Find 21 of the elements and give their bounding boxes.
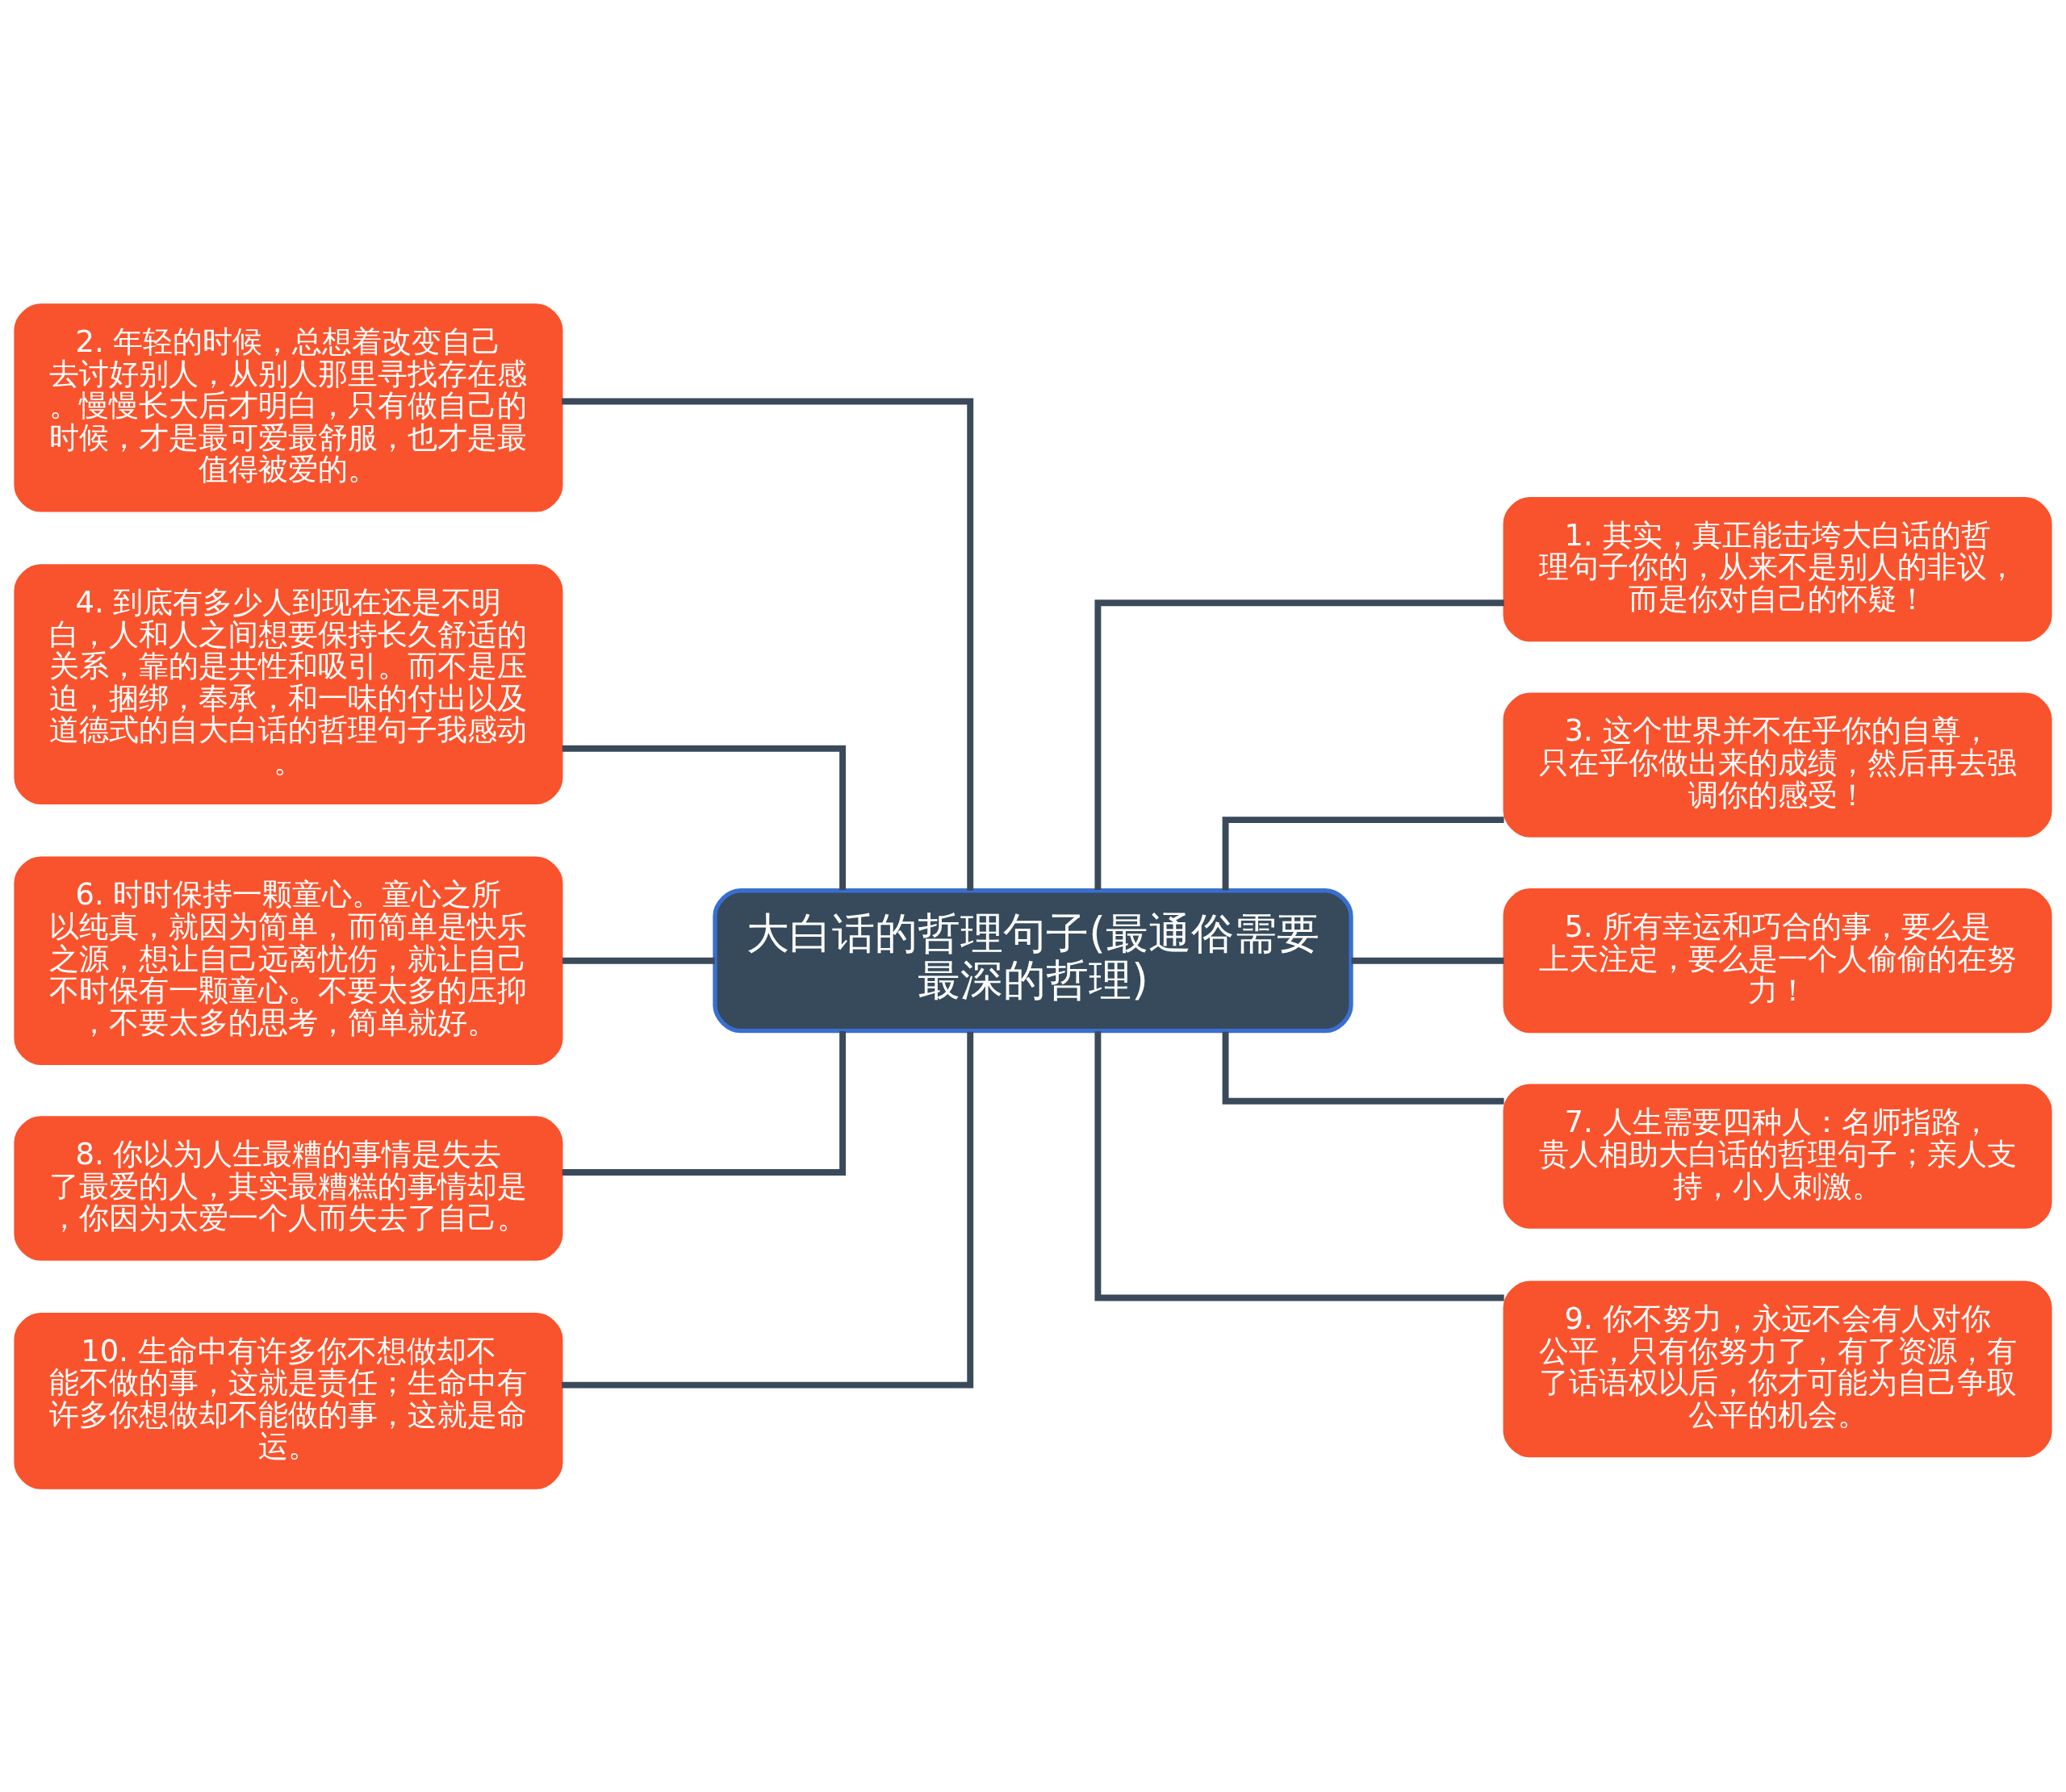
node-box: 8. 你以为人生最糟的事情是失去了最爱的人，其实最糟糕的事情却是，你因为太爱一个人而失去了自己。 bbox=[14, 1115, 563, 1260]
connector bbox=[1094, 1030, 1504, 1301]
connector bbox=[1094, 599, 1504, 890]
connector bbox=[1222, 1031, 1504, 1105]
node-box: 10. 生命中有许多你不想做却不能不做的事，这就是责任；生命中有许多你想做却不能做的事，这就是命运。 bbox=[14, 1312, 563, 1489]
node-box: 6. 时时保持一颗童心。童心之所以纯真，就因为简单，而简单是快乐之源，想让自己远离忧伤，就让自己不时保有一颗童心。不要太多的压抑，不要太多的思考，简单就好。 bbox=[14, 856, 563, 1065]
node-box: 9. 你不努力，永远不会有人对你公平，只有你努力了，有了资源，有了话语权以后，你才可能为自己争取公平的机会。 bbox=[1503, 1280, 2052, 1457]
node-box: 2. 年轻的时候，总想着改变自己去讨好别人，从别人那里寻找存在感。慢慢长大后才明白，只有做自己的时候，才是最可爱最舒服，也才是最值得被爱的。 bbox=[14, 303, 563, 512]
connector bbox=[1351, 957, 1504, 964]
connector bbox=[563, 957, 715, 964]
node-box: 5. 所有幸运和巧合的事，要么是上天注定，要么是一个人偷偷的在努力！ bbox=[1503, 888, 2052, 1033]
connector bbox=[1222, 816, 1504, 890]
connector bbox=[562, 745, 847, 890]
connector bbox=[562, 398, 974, 891]
connector bbox=[562, 1030, 847, 1176]
node-box: 3. 这个世界并不在乎你的自尊，只在乎你做出来的成绩，然后再去强调你的感受！ bbox=[1503, 692, 2052, 838]
node-box: 大白话的哲理句子(最通俗需要最深的哲理) bbox=[713, 888, 1353, 1033]
node-box: 1. 其实，真正能击垮大白话的哲理句子你的，从来不是别人的非议，而是你对自己的怀疑！ bbox=[1503, 496, 2052, 641]
node-box: 4. 到底有多少人到现在还是不明白，人和人之间想要保持长久舒适的关系，靠的是共性和吸引。而不是压迫，捆绑，奉承，和一味的付出以及道德式的自大白话的哲理句子我感动。 bbox=[14, 563, 563, 804]
connector bbox=[562, 1031, 974, 1389]
node-box: 7. 人生需要四种人：名师指路，贵人相助大白话的哲理句子；亲人支持，小人刺激。 bbox=[1503, 1084, 2052, 1229]
